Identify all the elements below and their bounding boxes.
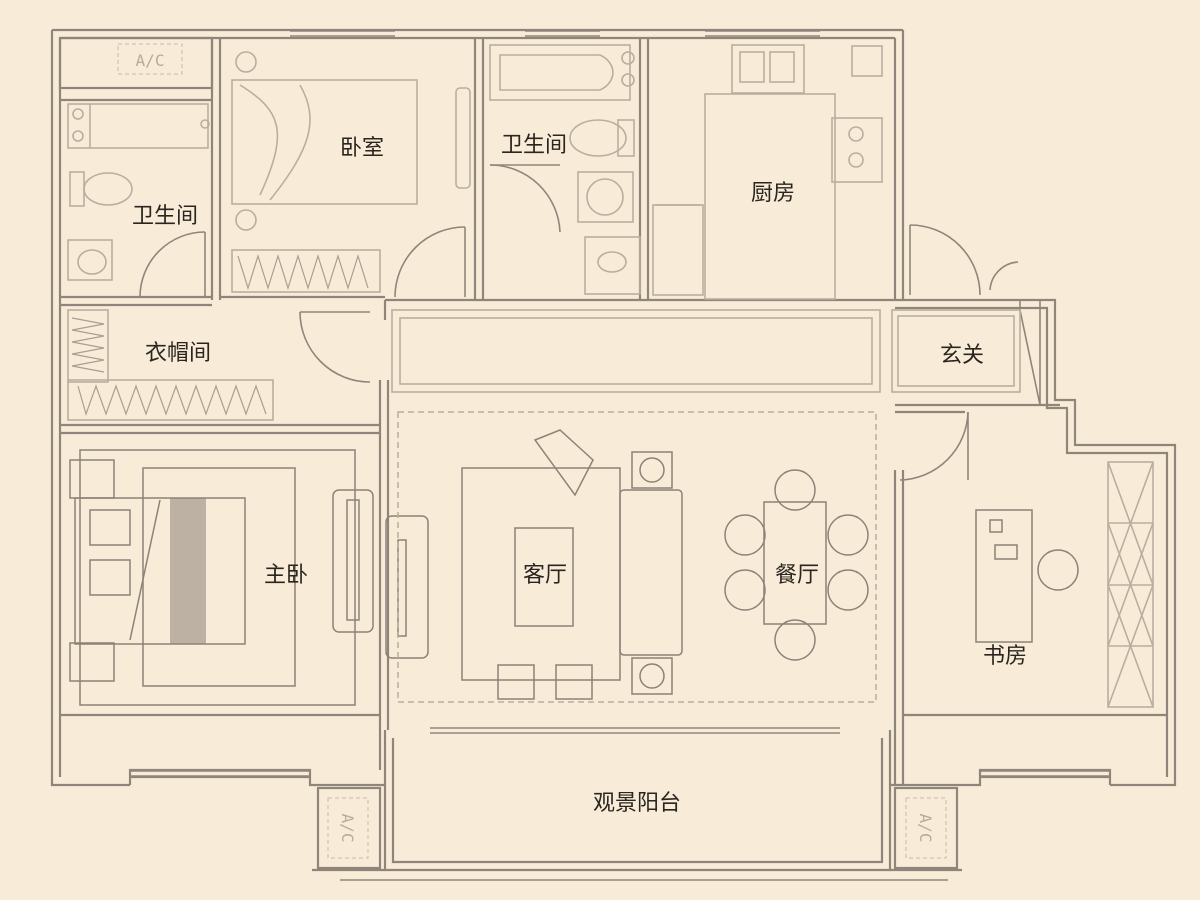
windows (130, 30, 1110, 777)
room-labels: 卫生间 卧室 卫生间 厨房 衣帽间 玄关 主卧 客厅 餐厅 书房 观景阳台 (132, 133, 1027, 816)
label-dining-room: 餐厅 (775, 563, 819, 588)
label-bathroom-2: 卫生间 (501, 133, 567, 158)
label-balcony: 观景阳台 (593, 791, 681, 816)
label-foyer: 玄关 (940, 343, 984, 368)
ac-units: A/C A/C A/C (117, 43, 947, 859)
ac-label-southeast: A/C (916, 814, 935, 843)
label-kitchen: 厨房 (751, 181, 795, 206)
wardrobe-hatching (71, 253, 369, 416)
label-bedroom: 卧室 (340, 136, 384, 161)
fixtures (67, 44, 1154, 708)
furniture (69, 411, 1079, 706)
label-cloakroom: 衣帽间 (145, 341, 211, 366)
label-master-bedroom: 主卧 (264, 563, 308, 588)
label-study: 书房 (983, 644, 1027, 669)
label-bathroom-1: 卫生间 (132, 204, 198, 229)
ac-label-north: A/C (136, 51, 165, 70)
label-living-room: 客厅 (523, 563, 567, 588)
walls (50, 28, 1177, 881)
doors (139, 164, 1041, 481)
bed-blanket-pattern (170, 498, 206, 644)
ac-label-southwest: A/C (338, 814, 357, 843)
